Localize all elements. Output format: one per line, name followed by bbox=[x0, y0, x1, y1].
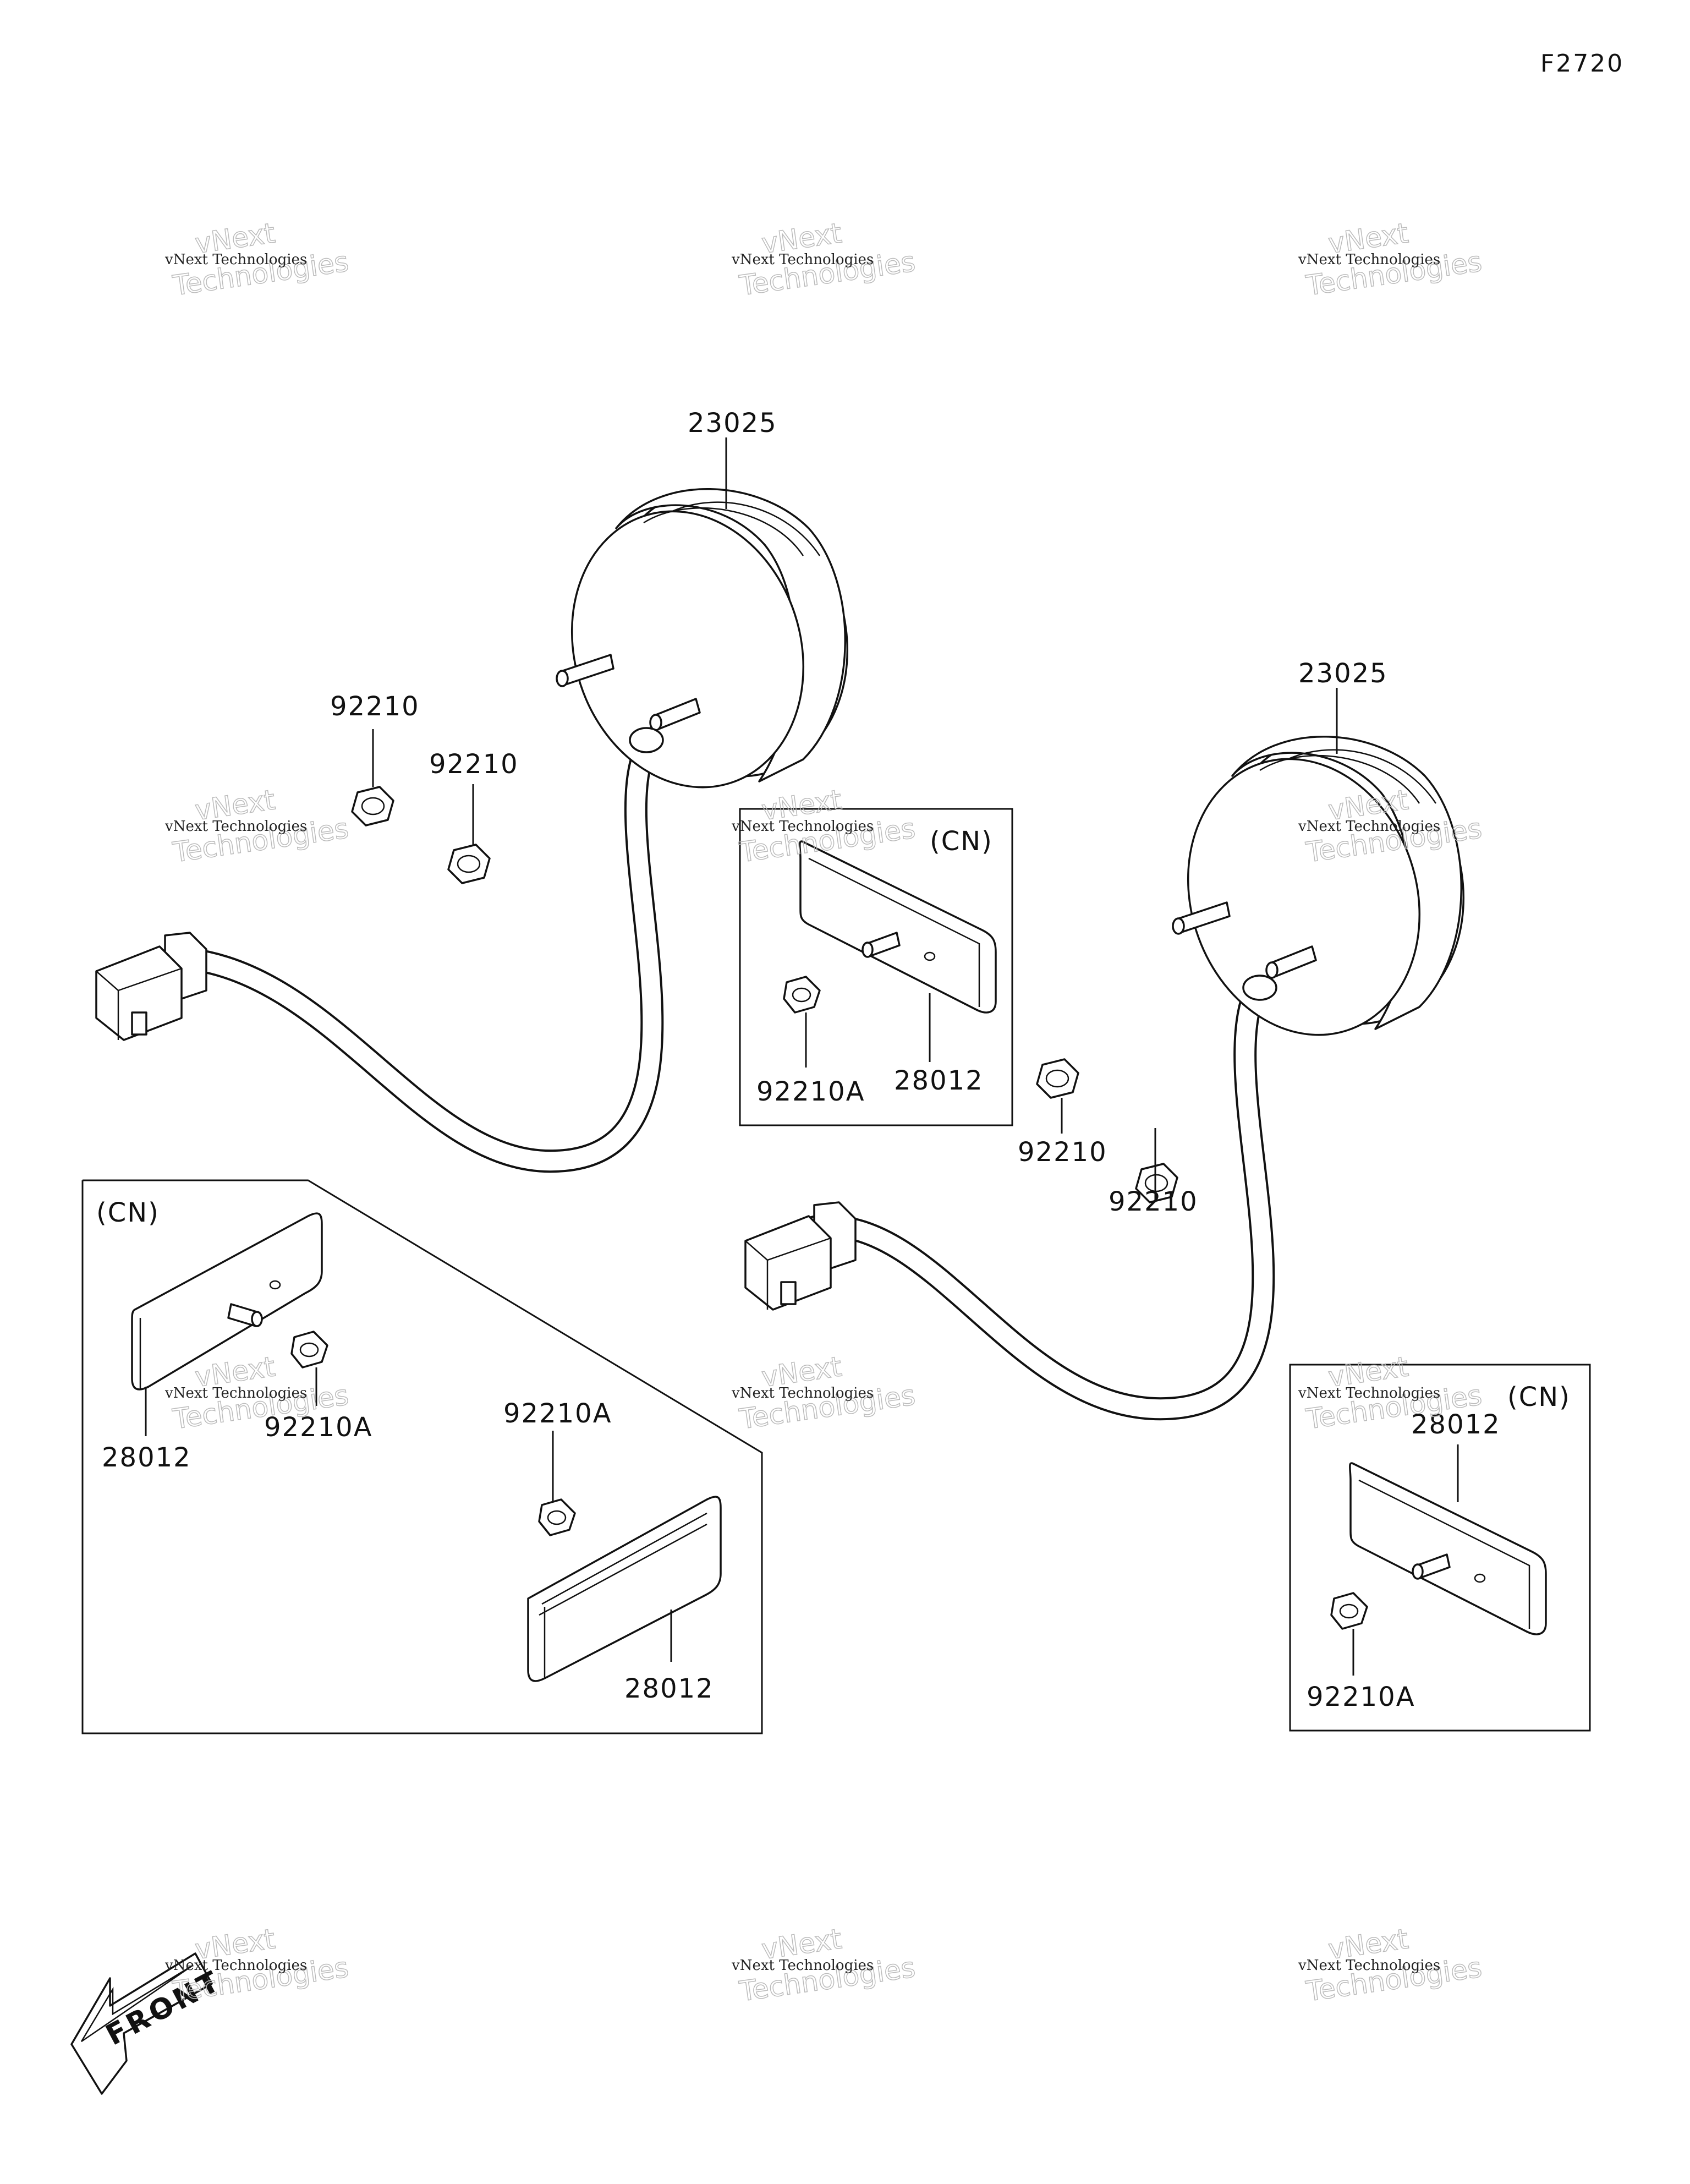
nut-right-cn bbox=[1330, 1592, 1368, 1630]
label-23025-left: 23025 bbox=[688, 408, 777, 439]
label-28012-cnl2: 28012 bbox=[624, 1673, 714, 1704]
inset-tag-right: (CN) bbox=[1507, 1382, 1571, 1413]
label-92210-r2: 92210 bbox=[1109, 1186, 1198, 1217]
label-92210-l2: 92210 bbox=[429, 749, 519, 780]
svg-text:vNext Technologies: vNext Technologies bbox=[731, 1385, 874, 1402]
nut-left-cn-2 bbox=[538, 1498, 576, 1536]
label-92210A-mid: 92210A bbox=[756, 1076, 865, 1107]
reflector-mid bbox=[799, 840, 997, 1014]
label-28012-mid: 28012 bbox=[894, 1065, 984, 1096]
inset-cn-mid bbox=[739, 808, 1013, 1126]
svg-text:vNext Technologies: vNext Technologies bbox=[1298, 1385, 1440, 1402]
inset-tag-left: (CN) bbox=[96, 1197, 160, 1228]
svg-text:vNext Technologies: vNext Technologies bbox=[731, 1957, 874, 1974]
label-92210A-cnr: 92210A bbox=[1307, 1682, 1415, 1712]
reflector-left-1 bbox=[131, 1212, 323, 1391]
reflector-right bbox=[1349, 1462, 1547, 1635]
label-92210A-cnl2: 92210A bbox=[503, 1398, 612, 1429]
lamp-right bbox=[744, 735, 1465, 1421]
nut-left-2 bbox=[447, 844, 491, 884]
label-28012-cnl1: 28012 bbox=[102, 1442, 191, 1473]
svg-text:vNext Technologies: vNext Technologies bbox=[164, 251, 307, 268]
svg-text:vNext Technologies: vNext Technologies bbox=[1298, 818, 1440, 835]
label-92210-r1: 92210 bbox=[1018, 1137, 1107, 1168]
lamp-left bbox=[95, 488, 849, 1173]
nut-right-2 bbox=[1135, 1163, 1178, 1203]
svg-text:vNext Technologies: vNext Technologies bbox=[1298, 1957, 1440, 1974]
label-92210A-cnl1: 92210A bbox=[264, 1412, 373, 1443]
inset-tag-mid: (CN) bbox=[930, 826, 993, 857]
svg-text:vNext Technologies: vNext Technologies bbox=[164, 1385, 307, 1402]
nut-left-cn-1 bbox=[290, 1331, 328, 1369]
svg-text:vNext Technologies: vNext Technologies bbox=[164, 1957, 307, 1974]
nut-left-1 bbox=[351, 786, 394, 826]
nut-mid bbox=[783, 976, 821, 1014]
svg-text:vNext Technologies: vNext Technologies bbox=[164, 818, 307, 835]
nut-right-1 bbox=[1036, 1058, 1079, 1099]
label-23025-right: 23025 bbox=[1298, 658, 1388, 689]
watermarks: vNext Technologies vNext Technologies vN… bbox=[164, 217, 1484, 2008]
inset-cn-right bbox=[1289, 1364, 1591, 1732]
label-28012-cnr: 28012 bbox=[1411, 1409, 1501, 1440]
label-92210-l1: 92210 bbox=[330, 691, 420, 722]
svg-text:vNext Technologies: vNext Technologies bbox=[1298, 251, 1440, 268]
svg-text:vNext Technologies: vNext Technologies bbox=[731, 818, 874, 835]
inset-cn-left bbox=[81, 1179, 763, 1734]
reflector-left-2 bbox=[527, 1496, 722, 1682]
figure-number: F2720 bbox=[1540, 50, 1624, 78]
svg-text:vNext Technologies: vNext Technologies bbox=[731, 251, 874, 268]
